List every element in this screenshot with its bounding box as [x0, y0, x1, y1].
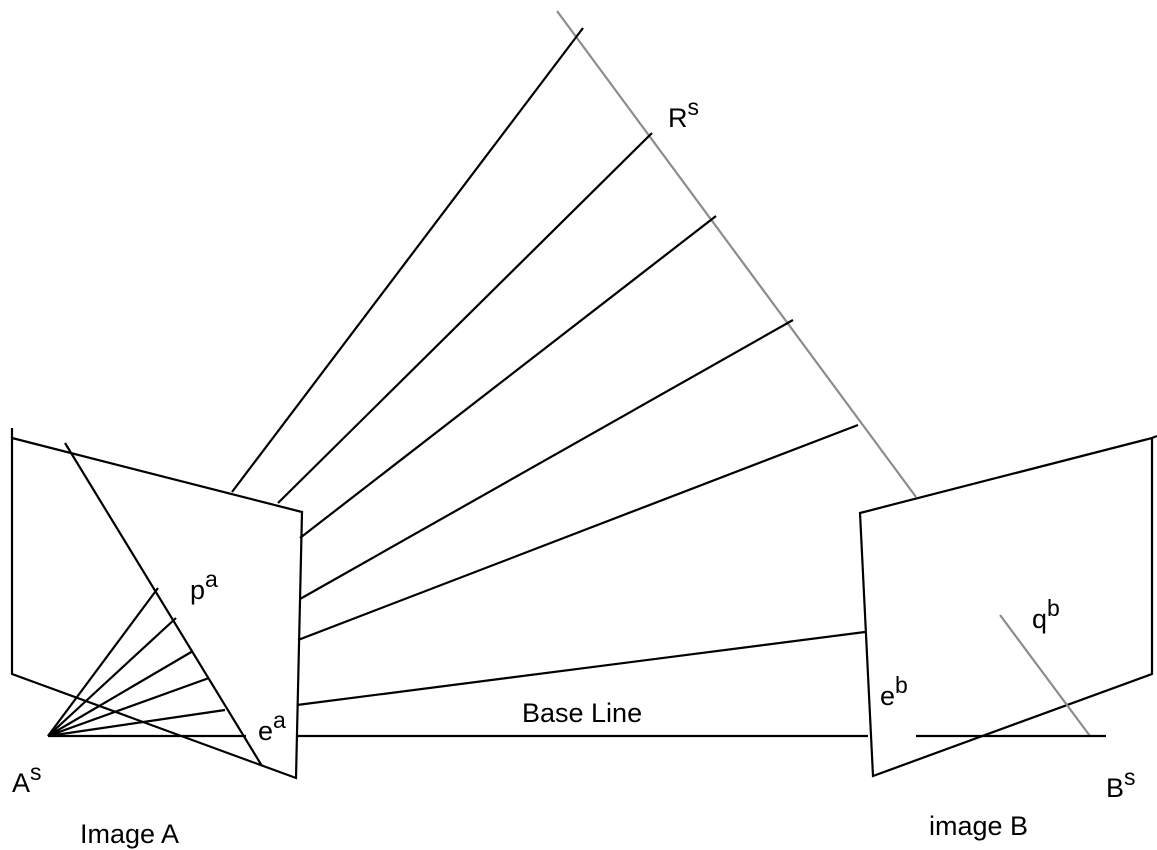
label-image-a: Image A — [80, 819, 179, 849]
label-image-b: image B — [929, 811, 1028, 841]
projection-line — [297, 423, 859, 642]
projection-line — [296, 630, 866, 707]
label-base-line: Base Line — [522, 698, 642, 728]
projection-line — [231, 27, 584, 493]
label-p: pa — [190, 566, 218, 605]
label-q: qb — [1032, 595, 1060, 634]
fan-ray — [47, 617, 177, 737]
projection-line — [299, 319, 794, 600]
epipolar-line-b — [999, 614, 1091, 737]
image-b-plane — [858, 436, 1154, 778]
label-b-center: Bs — [1106, 764, 1136, 803]
fan-ray — [47, 650, 194, 737]
ray-r — [556, 10, 917, 498]
label-epipole-b: eb — [880, 672, 908, 711]
projection-line — [299, 215, 717, 539]
projection-line — [277, 132, 653, 504]
label-r: Rs — [668, 94, 699, 133]
fan-ray — [47, 676, 210, 738]
fan-ray — [47, 708, 226, 738]
fan-ray — [47, 587, 159, 737]
image-a-plane — [10, 436, 304, 780]
label-epipole-a: ea — [258, 707, 286, 746]
epipolar-line-a — [64, 442, 263, 767]
label-a-center: As — [12, 759, 42, 798]
image-b-plane-corner-tick — [1151, 434, 1157, 440]
